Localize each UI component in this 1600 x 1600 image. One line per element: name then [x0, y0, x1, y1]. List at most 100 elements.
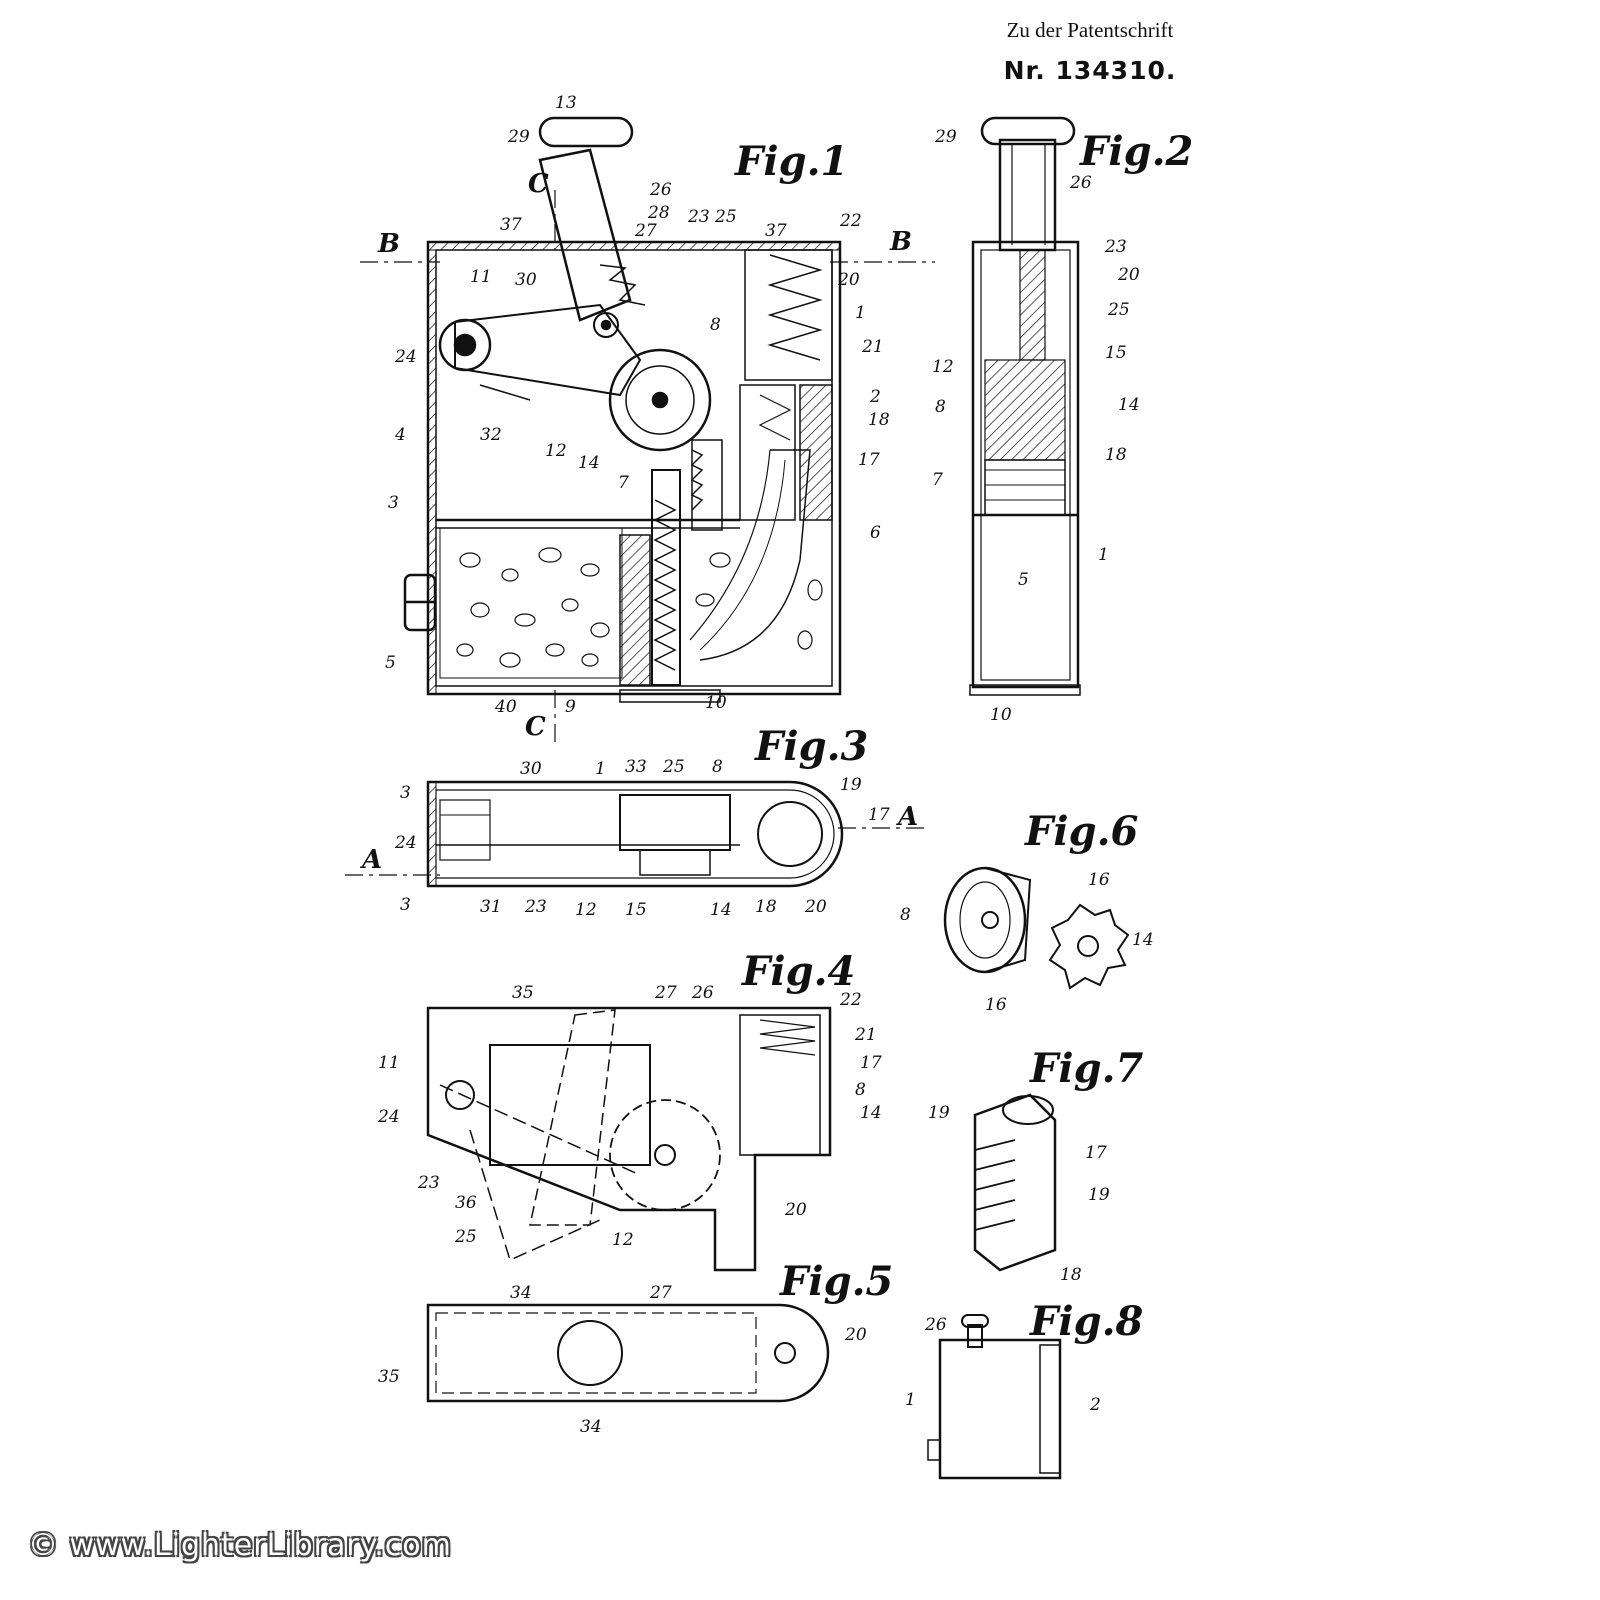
fig1-button-cap	[538, 116, 634, 148]
watermark: © www.LighterLibrary.com	[28, 1528, 452, 1563]
ref-label: 11	[470, 267, 492, 287]
ref-label: 36	[455, 1193, 477, 1213]
figure-4	[426, 1006, 832, 1272]
ref-label: 35	[378, 1367, 400, 1387]
ref-label: 5	[1018, 570, 1029, 590]
ref-label: 14	[578, 453, 600, 473]
ref-label: 1	[595, 759, 606, 779]
ref-label: 17	[860, 1053, 882, 1073]
ref-label: 25	[454, 1227, 477, 1247]
ref-label: 40	[494, 697, 517, 717]
fig4-frame	[426, 1006, 832, 1272]
ref-label: 34	[580, 1417, 602, 1437]
ref-label: 13	[555, 93, 577, 113]
section-a-right: A	[895, 802, 918, 832]
ref-label: 20	[784, 1200, 807, 1220]
ref-label: 4	[394, 425, 406, 445]
ref-label: 20	[804, 897, 827, 917]
ref-label: 18	[1105, 445, 1127, 465]
ref-label: 21	[854, 1025, 877, 1045]
ref-label: 10	[705, 693, 727, 713]
ref-label: 22	[839, 211, 862, 231]
ref-label: 22	[839, 990, 862, 1010]
ref-label: 12	[612, 1230, 634, 1250]
ref-label: 1	[855, 303, 866, 323]
ref-label: 33	[625, 757, 647, 777]
fig6-flint-wheel	[943, 866, 1027, 974]
ref-label: 26	[1069, 173, 1092, 193]
ref-label: 14	[860, 1103, 882, 1123]
ref-label: 20	[1117, 265, 1140, 285]
ref-label: 12	[545, 441, 567, 461]
ref-label: 30	[520, 759, 542, 779]
ref-label: 23	[1104, 237, 1127, 257]
ref-label: 9	[565, 697, 576, 717]
reference-numerals: 13 29 26 28 27 23 25 37 37 22 11 30 20 1…	[377, 93, 1154, 1437]
ref-label: 3	[388, 493, 399, 513]
fig6-pinion	[1048, 903, 1130, 990]
fig6-title: Fig.6	[1024, 808, 1138, 855]
ref-label: 19	[928, 1103, 950, 1123]
ref-label: 11	[378, 1053, 400, 1073]
ref-label: 12	[932, 357, 954, 377]
ref-label: 19	[840, 775, 862, 795]
ref-label: 18	[755, 897, 777, 917]
section-b-left: B	[377, 229, 400, 259]
ref-label: 29	[934, 127, 957, 147]
ref-label: 7	[618, 473, 629, 493]
ref-label: 15	[1105, 343, 1127, 363]
ref-label: 5	[385, 653, 396, 673]
ref-label: 23	[687, 207, 710, 227]
ref-label: 30	[515, 270, 537, 290]
ref-label: 8	[935, 397, 946, 417]
fig8-title: Fig.8	[1029, 1298, 1143, 1345]
ref-label: 37	[500, 215, 522, 235]
fig1-cotton-filling	[456, 547, 823, 668]
ref-label: 29	[507, 127, 530, 147]
figure-1	[360, 116, 935, 745]
figure-2	[969, 116, 1081, 696]
ref-label: 15	[625, 900, 647, 920]
ref-label: 26	[691, 983, 714, 1003]
ref-label: 17	[1085, 1143, 1107, 1163]
ref-label: 14	[1118, 395, 1140, 415]
ref-label: 27	[654, 983, 677, 1003]
fig2-title: Fig.2	[1079, 128, 1193, 175]
section-a-left: A	[359, 845, 382, 875]
ref-label: 16	[985, 995, 1007, 1015]
ref-label: 17	[858, 450, 880, 470]
header-line-1: Zu der Patentschrift	[1006, 18, 1174, 42]
ref-label: 23	[524, 897, 547, 917]
fig8-lighter-side	[938, 1338, 1062, 1480]
figure-3	[345, 780, 930, 888]
ref-label: 27	[649, 1283, 672, 1303]
ref-label: 26	[649, 180, 672, 200]
ref-label: 14	[1132, 930, 1154, 950]
fig1-flint-wheel	[608, 348, 712, 452]
ref-label: 28	[647, 203, 670, 223]
ref-label: 37	[765, 221, 787, 241]
ref-label: 14	[710, 900, 732, 920]
ref-label: 6	[870, 523, 881, 543]
ref-label: 35	[512, 983, 534, 1003]
ref-label: 8	[712, 757, 723, 777]
fig3-housing	[426, 780, 844, 888]
figure-6	[943, 866, 1130, 990]
fig3-title: Fig.3	[754, 723, 868, 770]
fig2-housing	[971, 240, 1080, 689]
ref-label: 25	[662, 757, 685, 777]
fig1-title: Fig.1	[734, 138, 848, 185]
fig7-rack	[973, 1093, 1057, 1272]
fig5-title: Fig.5	[779, 1258, 893, 1305]
ref-label: 21	[861, 337, 884, 357]
ref-label: 27	[634, 221, 657, 241]
ref-label: 32	[480, 425, 502, 445]
ref-label: 12	[575, 900, 597, 920]
ref-label: 7	[932, 470, 943, 490]
ref-label: 3	[400, 895, 411, 915]
ref-label: 3	[400, 783, 411, 803]
patent-number: Nr. 134310.	[1003, 56, 1177, 85]
ref-label: 24	[394, 833, 417, 853]
ref-label: 25	[1107, 300, 1130, 320]
